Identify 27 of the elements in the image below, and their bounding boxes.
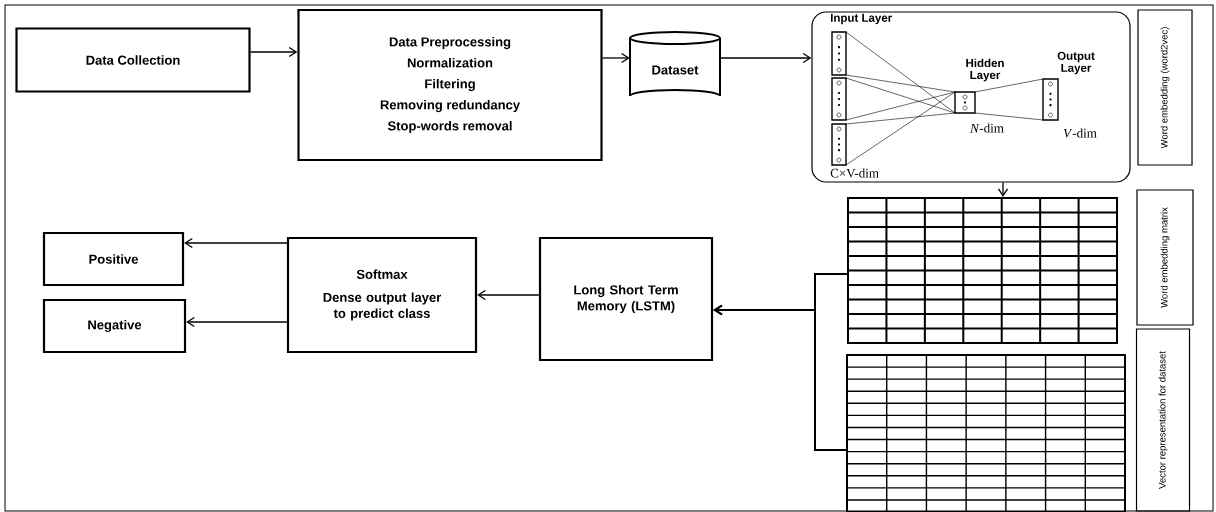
dimension-label: N-dim: [970, 123, 1004, 133]
matrix-grid: [846, 354, 1126, 512]
arrow: [186, 316, 288, 328]
arrow: [249, 46, 298, 58]
vertical-label-box: Word embedding matrix: [1136, 189, 1194, 326]
process-box: Data Collection: [15, 27, 251, 93]
arrow: [477, 289, 540, 301]
process-box: Long Short Term Memory (LSTM): [538, 236, 714, 362]
matrix-grid: [847, 197, 1118, 344]
arrow: [601, 52, 630, 64]
arrow: [184, 237, 288, 249]
node-label: Dataset: [652, 65, 699, 75]
process-box: Data Preprocessing Normalization Filtering Removing redundancy Stop-words removal: [297, 8, 603, 162]
bracket-arrow: [713, 304, 847, 451]
arrow: [719, 52, 812, 64]
layer-label: Output Layer: [1057, 51, 1095, 75]
dataset-cylinder: Dataset: [629, 31, 721, 97]
output-box: Negative: [42, 298, 187, 354]
arrow: [997, 181, 1009, 197]
dimension-label: C×V-dim: [830, 168, 879, 178]
vertical-label-box: Word embedding (word2vec): [1137, 9, 1193, 166]
layer-label: Input Layer: [831, 13, 892, 25]
dimension-label: V-dim: [1063, 128, 1097, 138]
process-box: Softmax Dense output layer to predict class: [286, 236, 478, 354]
layer-label: Hidden Layer: [966, 58, 1004, 82]
output-box: Positive: [42, 231, 185, 287]
vertical-label-box: Vector representation for dataset: [1135, 328, 1191, 512]
